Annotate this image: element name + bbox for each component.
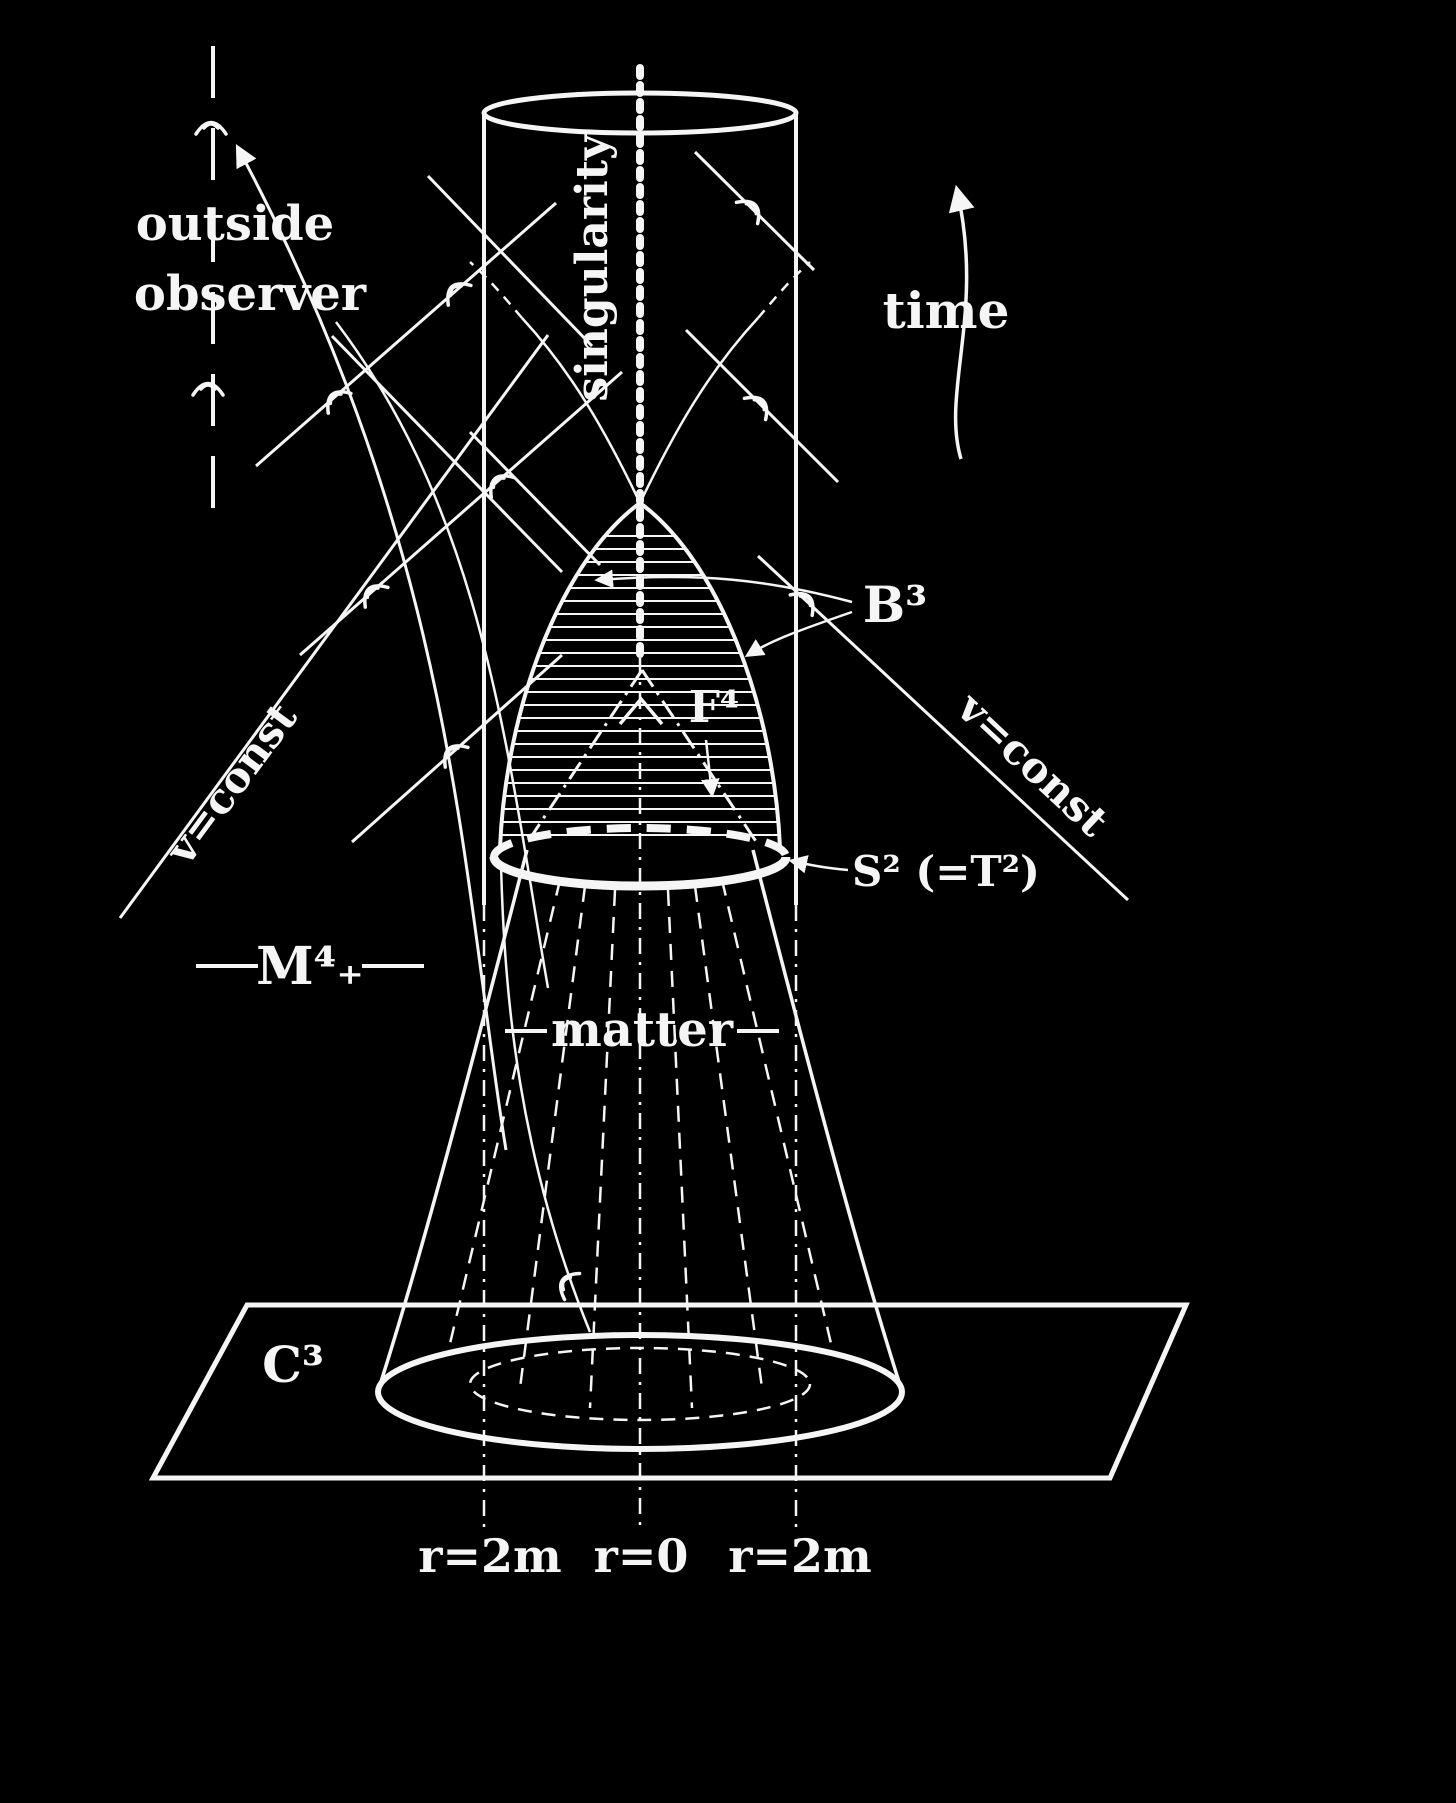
v-const-left-label: v=const — [156, 693, 307, 874]
b3-label-arrows — [594, 569, 853, 657]
r-2m-right-label: r=2m — [728, 1529, 871, 1583]
f4-label: F⁴ — [689, 682, 740, 733]
s2-label: S² (=T²) — [852, 847, 1040, 896]
eye-icon — [191, 381, 225, 397]
v-const-right-label: v=const — [947, 682, 1118, 846]
r-2m-left-label: r=2m — [418, 1529, 561, 1583]
matter-label: matter — [551, 1002, 734, 1058]
s2-ring — [489, 824, 849, 891]
label-dashes — [196, 964, 779, 1033]
outside-observer-label-line1: outside — [136, 196, 334, 252]
f4-cone — [523, 669, 761, 847]
escape-ray-curves — [235, 144, 592, 1333]
matter-cone — [375, 849, 905, 1452]
v-const-lines — [118, 334, 1130, 919]
c3-label: C³ — [262, 1335, 324, 1394]
time-arrow — [948, 184, 975, 460]
singularity-label: singularity — [567, 133, 618, 402]
m4-label: M⁴₊ — [256, 936, 364, 997]
outside-observer-label-line2: observer — [134, 266, 367, 322]
bottom-plane — [148, 1302, 1190, 1481]
b3-label: B³ — [863, 575, 927, 634]
light-ray-lattice — [255, 150, 840, 844]
r-0-label: r=0 — [594, 1529, 689, 1583]
time-label: time — [883, 281, 1010, 340]
